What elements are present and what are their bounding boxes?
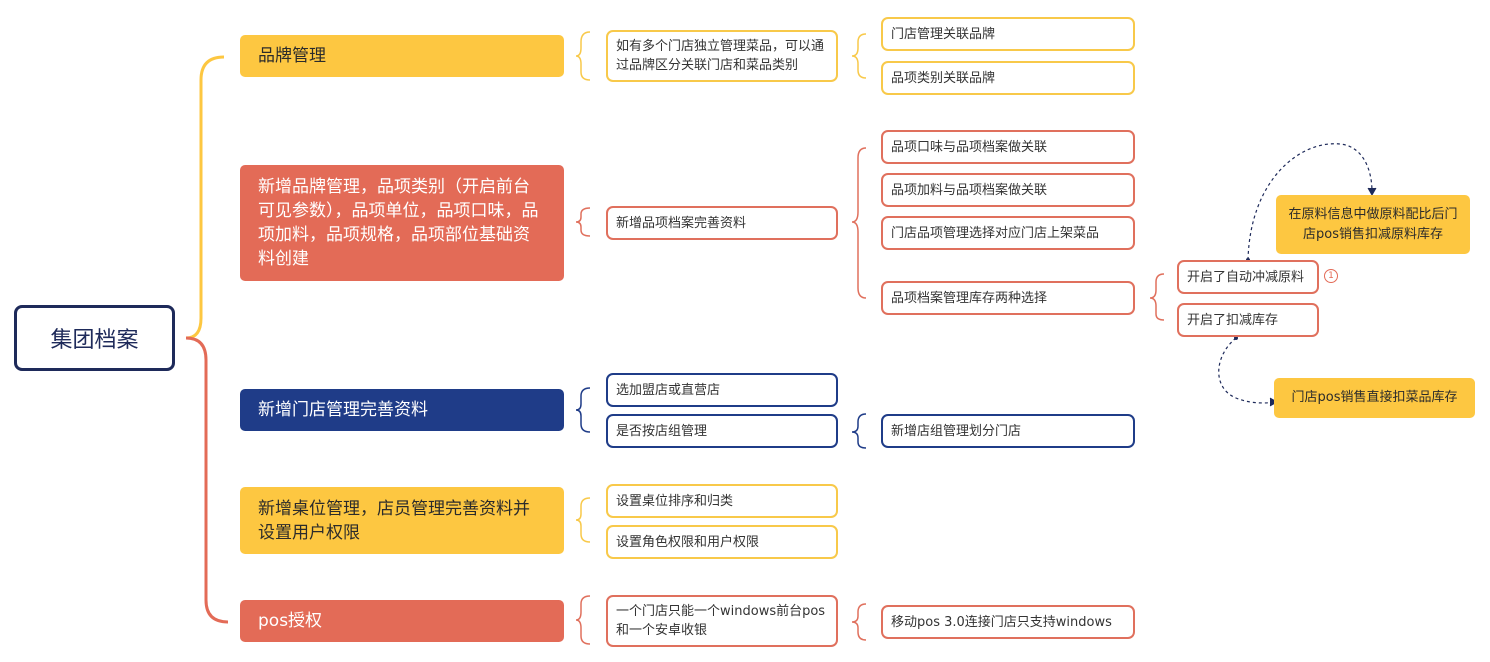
stock-option-auto-deduct-material[interactable]: 开启了自动冲减原料 [1177,260,1319,294]
table-sort-setting[interactable]: 设置桌位排序和归类 [606,484,838,518]
role-permission-setting[interactable]: 设置角色权限和用户权限 [606,525,838,559]
item-stock-options[interactable]: 品项档案管理库存两种选择 [881,281,1135,315]
pos-limit-description[interactable]: 一个门店只能一个windows前台pos和一个安卓收银 [606,595,838,647]
brand-child-store-link[interactable]: 门店管理关联品牌 [881,17,1135,51]
store-item-shelf[interactable]: 门店品项管理选择对应门店上架菜品 [881,216,1135,250]
branch-pos-authorization[interactable]: pos授权 [240,600,564,642]
badge-count: 1 [1324,269,1338,283]
root-node[interactable]: 集团档案 [14,305,175,371]
brand-child-category-link[interactable]: 品项类别关联品牌 [881,61,1135,95]
note-material-deduction[interactable]: 在原料信息中做原料配比后门店pos销售扣减原料库存 [1276,195,1470,254]
note-dish-stock-deduction[interactable]: 门店pos销售直接扣菜品库存 [1274,378,1475,418]
item-flavor-link[interactable]: 品项口味与品项档案做关联 [881,130,1135,164]
stock-option-deduct-stock[interactable]: 开启了扣减库存 [1177,303,1319,337]
branch-store-management[interactable]: 新增门店管理完善资料 [240,389,564,431]
item-addon-link[interactable]: 品项加料与品项档案做关联 [881,173,1135,207]
item-archive-complete[interactable]: 新增品项档案完善资料 [606,206,838,240]
mobile-pos-windows-only[interactable]: 移动pos 3.0连接门店只支持windows [881,605,1135,639]
branch-brand-management[interactable]: 品牌管理 [240,35,564,77]
store-group-question[interactable]: 是否按店组管理 [606,414,838,448]
branch-base-data-creation[interactable]: 新增品牌管理，品项类别（开启前台可见参数），品项单位，品项口味，品项加料，品项规… [240,165,564,281]
branch-table-staff-management[interactable]: 新增桌位管理，店员管理完善资料并设置用户权限 [240,487,564,554]
store-type-select[interactable]: 选加盟店或直营店 [606,373,838,407]
brand-description[interactable]: 如有多个门店独立管理菜品，可以通过品牌区分关联门店和菜品类别 [606,30,838,82]
store-group-create[interactable]: 新增店组管理划分门店 [881,414,1135,448]
